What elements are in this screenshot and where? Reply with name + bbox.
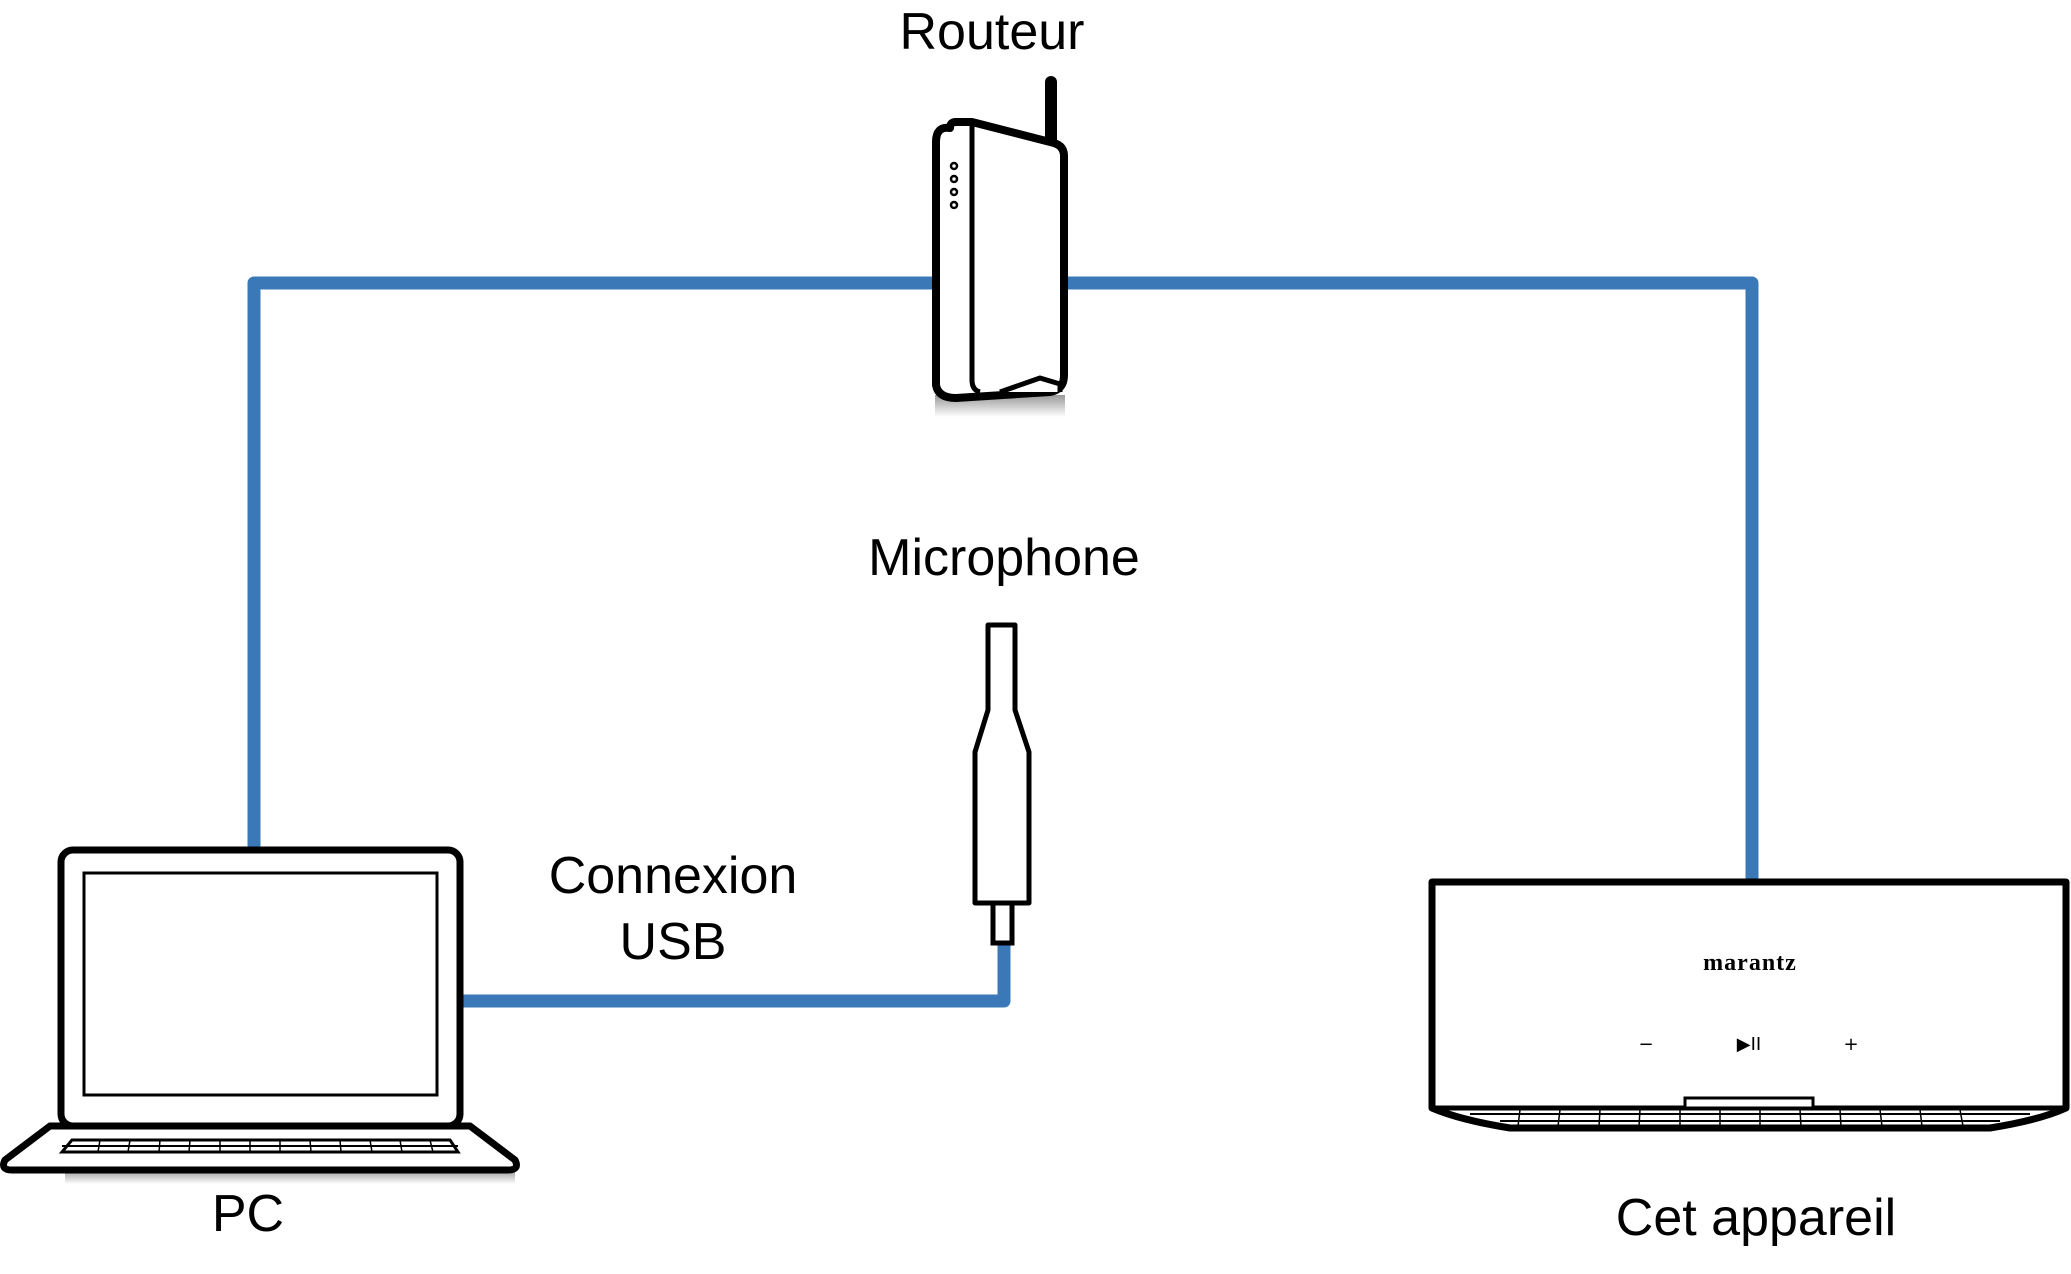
volume-up-control: + bbox=[1843, 1034, 1858, 1055]
usb-connection-label-line1: Connexion bbox=[548, 847, 798, 905]
router-icon bbox=[932, 76, 1068, 417]
usb-cable bbox=[460, 940, 1011, 1008]
device-brand-logo: marantz bbox=[1703, 950, 1797, 976]
network-cable-device bbox=[1060, 276, 1759, 880]
marantz-device-icon: marantz − ▶II + bbox=[1428, 878, 2070, 1132]
play-pause-control: ▶II bbox=[1737, 1034, 1761, 1055]
usb-connection-label-line2: USB bbox=[619, 913, 727, 971]
microphone-icon bbox=[972, 622, 1032, 946]
pc-label: PC bbox=[211, 1185, 285, 1243]
volume-down-control: − bbox=[1638, 1034, 1653, 1055]
network-cable-pc bbox=[247, 276, 940, 850]
laptop-icon bbox=[0, 846, 520, 1184]
router-label: Routeur bbox=[899, 3, 1085, 61]
microphone-label: Microphone bbox=[868, 529, 1140, 587]
device-label: Cet appareil bbox=[1615, 1189, 1897, 1247]
